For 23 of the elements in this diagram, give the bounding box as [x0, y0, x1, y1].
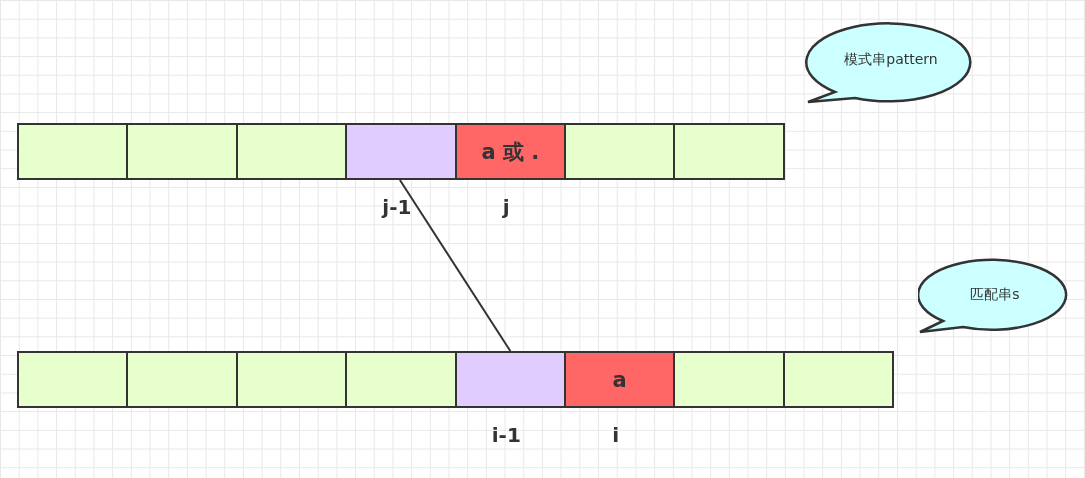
array-cell: [345, 351, 457, 408]
array-cell: [673, 351, 785, 408]
connector-line: [398, 179, 512, 352]
array-cell: [126, 123, 238, 180]
speech-bubble: [805, 20, 975, 106]
index-label: i: [612, 423, 620, 447]
index-label: i-1: [491, 423, 521, 447]
array-cell: [564, 123, 676, 180]
array-cell: [782, 351, 895, 408]
bubble-text: 模式串pattern: [844, 51, 938, 69]
array-cell: [454, 351, 566, 408]
array-cell: [235, 123, 348, 180]
array-cell: [17, 351, 129, 408]
array-cell: [17, 123, 129, 180]
bubble-text: 匹配串s: [970, 286, 1020, 304]
index-label: j-1: [382, 195, 412, 219]
array-cell: [345, 123, 457, 180]
index-label: j: [502, 195, 510, 219]
array-cell: a 或 .: [454, 123, 566, 180]
array-cell: [126, 351, 238, 408]
array-cell: [235, 351, 348, 408]
array-cell: [673, 123, 785, 180]
array-cell: a: [564, 351, 676, 408]
